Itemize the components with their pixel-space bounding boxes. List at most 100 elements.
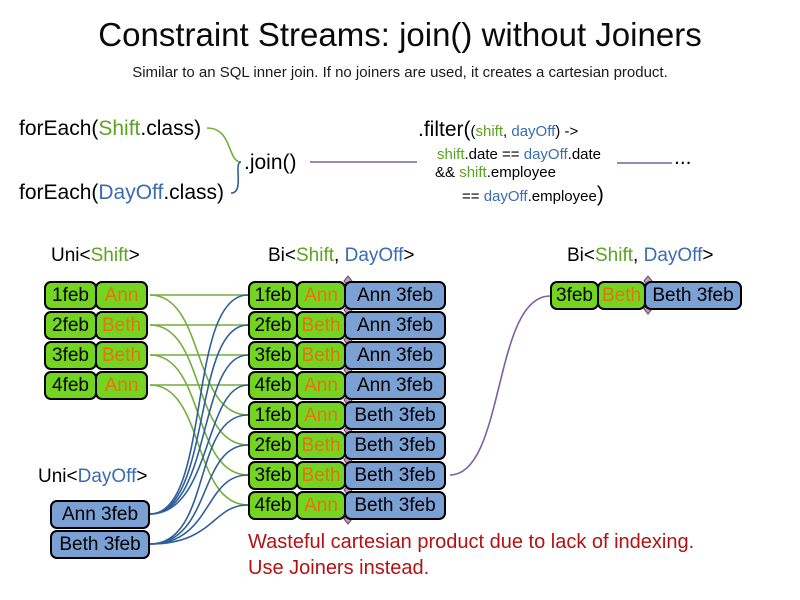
- page-title: Constraint Streams: join() without Joine…: [98, 16, 702, 53]
- brace-shift-line: [206, 127, 242, 163]
- shift-name-cell: Ann: [95, 371, 148, 400]
- dayoff-link: [149, 384, 249, 515]
- dayoff-link: [149, 294, 249, 515]
- shift-link: [149, 294, 249, 416]
- shift-link: [149, 354, 249, 476]
- dayoff-cell: Ann 3feb: [344, 341, 446, 370]
- dayoff-type-token: DayOff: [77, 466, 137, 487]
- filter-line-2: shift.date == dayOff.date: [437, 146, 604, 163]
- dayoff-cell: Beth 3feb: [344, 461, 446, 490]
- warning-line-2: Use Joiners instead.: [248, 557, 430, 579]
- shift-name-cell: Beth: [597, 281, 646, 310]
- shift-name-cell: Beth: [296, 311, 346, 340]
- uni-dayoff-header: Uni<DayOff>: [38, 466, 148, 488]
- shift-var-token: shift: [475, 123, 504, 140]
- shift-link: [149, 324, 249, 446]
- header-text: >: [136, 466, 148, 487]
- shift-date-cell: 3feb: [248, 461, 298, 490]
- shift-date-cell: 1feb: [44, 281, 97, 310]
- shift-date-cell: 3feb: [44, 341, 97, 370]
- shift-type-token: Shift: [90, 245, 129, 266]
- shift-date-cell: 2feb: [248, 311, 298, 340]
- filter-line-3: && shift.employee: [435, 164, 604, 181]
- shift-var-token: shift: [437, 146, 465, 163]
- shift-date-cell: 4feb: [44, 371, 97, 400]
- header-text: >: [128, 245, 140, 266]
- shift-var-token: shift: [459, 164, 487, 181]
- shift-name-cell: Beth: [95, 311, 148, 340]
- warning-caption: Wasteful cartesian product due to lack o…: [248, 529, 694, 581]
- header-text: Uni<: [51, 245, 91, 266]
- page-subtitle: Similar to an SQL inner join. If no join…: [132, 64, 668, 81]
- filter-result-line: [449, 295, 551, 476]
- shift-date-cell: 2feb: [44, 311, 97, 340]
- shift-date-cell: 4feb: [248, 371, 298, 400]
- dayoff-var-token: dayOff: [523, 146, 568, 163]
- uni-shift-header: Uni<Shift>: [51, 245, 140, 267]
- dayoff-cell: Ann 3feb: [344, 281, 446, 310]
- dayoff-link: [149, 324, 249, 515]
- dayoff-type-token: DayOff: [643, 245, 703, 266]
- dayoff-link: [149, 414, 249, 545]
- bi-result-header: Bi<Shift, DayOff>: [567, 245, 713, 267]
- code-text: ): [596, 183, 604, 206]
- brace-dayoff-line: [230, 161, 242, 194]
- header-text: >: [702, 245, 714, 266]
- code-text: .date ==: [464, 146, 524, 163]
- code-text: .employee: [527, 188, 597, 205]
- dayoff-cell: Beth 3feb: [344, 491, 446, 520]
- code-ellipsis: ...: [674, 146, 692, 169]
- filter-line-1: .filter((shift, dayOff) ->: [418, 118, 604, 142]
- shift-date-cell: 3feb: [550, 281, 599, 310]
- shift-name-cell: Beth: [95, 341, 148, 370]
- shift-date-cell: 2feb: [248, 431, 298, 460]
- code-filter: .filter((shift, dayOff) -> shift.date ==…: [418, 118, 604, 207]
- filter-line-4: == dayOff.employee): [462, 183, 604, 207]
- shift-link: [149, 384, 249, 506]
- code-text: ) ->: [555, 123, 579, 140]
- shift-name-cell: Beth: [296, 341, 346, 370]
- shift-date-cell: 3feb: [248, 341, 298, 370]
- header-text: Bi<: [268, 245, 296, 266]
- shift-date-cell: 1feb: [248, 401, 298, 430]
- shift-name-cell: Ann: [95, 281, 148, 310]
- code-text: forEach(: [19, 181, 99, 204]
- code-text: .filter(: [418, 118, 471, 141]
- code-text: &&: [435, 164, 460, 181]
- shift-name-cell: Ann: [296, 281, 346, 310]
- shift-date-cell: 1feb: [248, 281, 298, 310]
- table-row: Ann 3feb: [50, 500, 150, 529]
- warning-line-1: Wasteful cartesian product due to lack o…: [248, 531, 695, 553]
- dayoff-type-token: DayOff: [344, 245, 404, 266]
- dayoff-link: [149, 444, 249, 545]
- dayoff-link: [149, 504, 249, 545]
- shift-name-cell: Ann: [296, 491, 346, 520]
- code-text: ,: [503, 123, 512, 140]
- code-foreach-shift: forEach(Shift.class): [19, 117, 201, 141]
- shift-name-cell: Beth: [296, 431, 346, 460]
- shift-name-cell: Ann: [296, 371, 346, 400]
- dayoff-link: [149, 354, 249, 515]
- header-text: Bi<: [567, 245, 595, 266]
- bi-header: Bi<Shift, DayOff>: [268, 245, 414, 267]
- header-text: ,: [633, 245, 644, 266]
- shift-date-cell: 4feb: [248, 491, 298, 520]
- dayoff-cell: Beth 3feb: [50, 530, 150, 559]
- code-text: .class): [163, 181, 225, 204]
- dayoff-cell: Ann 3feb: [344, 371, 446, 400]
- dayoff-cell: Ann 3feb: [344, 311, 446, 340]
- dayoff-link: [149, 474, 249, 545]
- code-foreach-dayoff: forEach(DayOff.class): [19, 181, 224, 205]
- dayoff-var-token: dayOff: [483, 188, 528, 205]
